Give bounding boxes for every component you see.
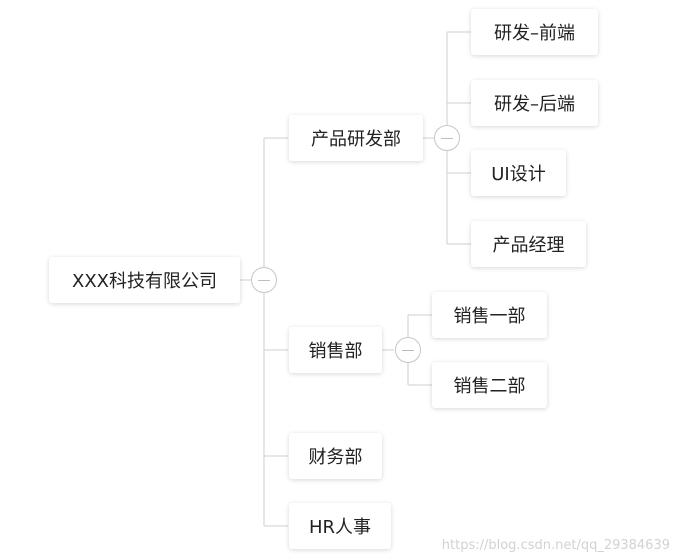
node-team-backend-label: 研发–后端 — [494, 94, 575, 115]
node-team-sales-1-label: 销售一部 — [453, 306, 526, 327]
node-team-product-manager[interactable]: 产品经理 — [471, 221, 586, 267]
collapse-toggle-root[interactable] — [251, 267, 277, 293]
node-dept-sales[interactable]: 销售部 — [289, 327, 382, 373]
node-team-sales-2[interactable]: 销售二部 — [432, 362, 547, 408]
node-dept-finance[interactable]: 财务部 — [289, 433, 382, 479]
node-team-product-manager-label: 产品经理 — [492, 235, 565, 256]
node-dept-product-rd[interactable]: 产品研发部 — [289, 115, 423, 161]
node-root-label: XXX科技有限公司 — [72, 271, 217, 292]
node-team-sales-1[interactable]: 销售一部 — [432, 292, 547, 338]
node-team-backend[interactable]: 研发–后端 — [471, 80, 598, 126]
node-dept-product-rd-label: 产品研发部 — [311, 129, 401, 150]
node-team-sales-2-label: 销售二部 — [453, 376, 526, 397]
node-dept-finance-label: 财务部 — [308, 447, 363, 468]
node-team-frontend-label: 研发–前端 — [494, 23, 575, 44]
node-team-ui-design[interactable]: UI设计 — [471, 150, 566, 196]
node-dept-hr-label: HR人事 — [308, 517, 372, 538]
collapse-toggle-sales[interactable] — [395, 337, 421, 363]
node-dept-sales-label: 销售部 — [308, 341, 363, 362]
node-team-frontend[interactable]: 研发–前端 — [471, 9, 598, 55]
node-team-ui-design-label: UI设计 — [491, 164, 546, 185]
node-dept-hr[interactable]: HR人事 — [289, 503, 391, 549]
collapse-toggle-product-rd[interactable] — [434, 125, 460, 151]
node-root-company[interactable]: XXX科技有限公司 — [49, 257, 240, 303]
watermark-url: https://blog.csdn.net/qq_29384639 — [441, 538, 670, 553]
